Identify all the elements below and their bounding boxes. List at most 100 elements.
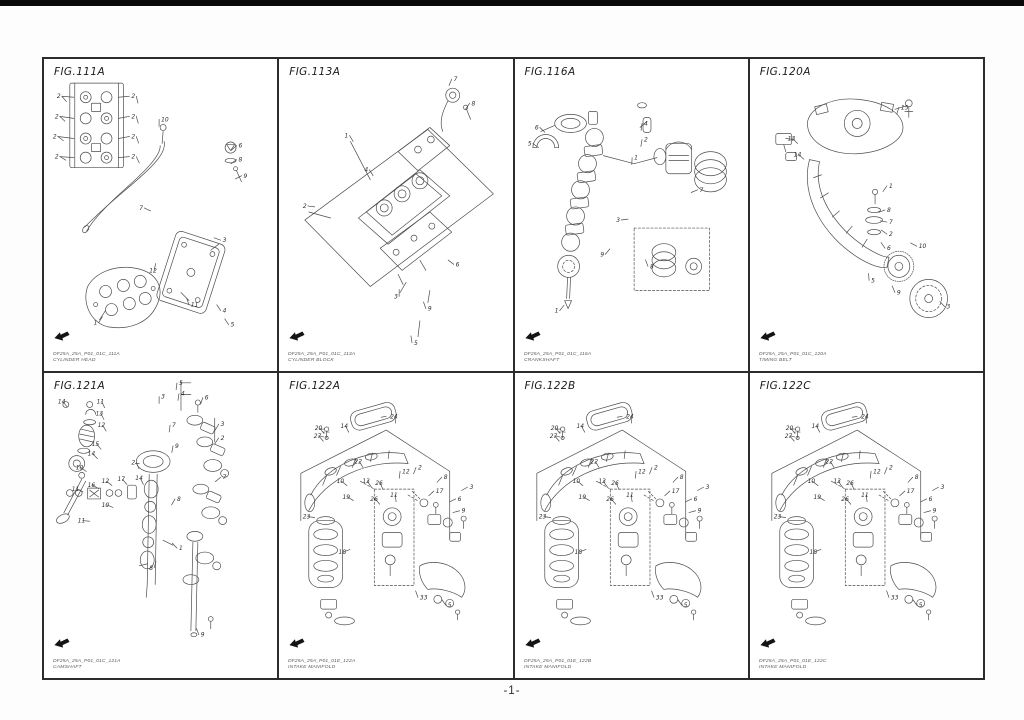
svg-text:10: 10 — [807, 479, 815, 485]
svg-text:11: 11 — [861, 493, 869, 499]
svg-text:2: 2 — [303, 203, 307, 210]
svg-text:1: 1 — [889, 183, 893, 190]
svg-text:10: 10 — [572, 479, 580, 485]
svg-text:27: 27 — [314, 434, 322, 440]
svg-text:3: 3 — [705, 485, 709, 491]
svg-text:12: 12 — [402, 469, 410, 475]
svg-text:6: 6 — [534, 124, 538, 131]
svg-text:19: 19 — [343, 495, 351, 501]
fwd-arrow-icon — [524, 635, 542, 648]
svg-text:26: 26 — [371, 497, 379, 503]
svg-text:14: 14 — [341, 424, 349, 430]
svg-text:12: 12 — [98, 423, 106, 429]
scan-top-edge — [0, 0, 1024, 6]
svg-text:2: 2 — [653, 465, 657, 471]
svg-text:13: 13 — [363, 479, 371, 485]
svg-text:9: 9 — [175, 444, 179, 450]
svg-text:6: 6 — [458, 497, 462, 503]
svg-text:19: 19 — [578, 495, 586, 501]
figure-title: FIG.122B — [524, 380, 576, 392]
svg-text:3: 3 — [616, 217, 620, 224]
figure-caption: CAMSHAFT — [53, 663, 82, 670]
svg-text:14: 14 — [88, 452, 96, 458]
figure-code: DF25A_25A_P01_01C_111A — [53, 350, 120, 357]
fwd-arrow-icon — [289, 635, 306, 648]
svg-text:13: 13 — [833, 479, 841, 485]
svg-text:10: 10 — [102, 503, 110, 509]
svg-text:14: 14 — [793, 152, 801, 159]
svg-text:2: 2 — [418, 465, 422, 471]
svg-text:4: 4 — [365, 167, 369, 174]
svg-text:14: 14 — [576, 424, 584, 430]
figure-code: DF25A_25A_P01_01C_120A — [758, 350, 827, 357]
svg-text:33: 33 — [655, 595, 663, 601]
svg-text:20: 20 — [785, 426, 793, 432]
svg-text:7: 7 — [699, 187, 703, 194]
svg-text:18: 18 — [339, 550, 347, 556]
svg-text:7: 7 — [139, 205, 143, 212]
svg-text:1: 1 — [634, 155, 638, 162]
svg-text:13: 13 — [787, 135, 795, 142]
svg-text:23: 23 — [538, 515, 546, 521]
figure-caption: INTAKE MANIFOLD — [523, 663, 571, 670]
svg-text:17: 17 — [907, 489, 915, 495]
svg-text:2: 2 — [131, 93, 135, 100]
figure-caption-block: DF25A_25A_P01_01C_121A CAMSHAFT — [53, 658, 121, 670]
figure-caption: CYLINDER BLOCK — [288, 356, 335, 363]
svg-text:10: 10 — [337, 479, 345, 485]
svg-text:26: 26 — [841, 497, 849, 503]
svg-text:9: 9 — [244, 173, 248, 180]
svg-text:10: 10 — [76, 465, 84, 471]
svg-text:17: 17 — [436, 489, 444, 495]
svg-text:4: 4 — [644, 120, 648, 127]
fwd-arrow-icon — [289, 328, 306, 341]
svg-text:8: 8 — [887, 207, 891, 214]
svg-text:9: 9 — [600, 251, 604, 258]
fwd-arrow-icon — [760, 635, 777, 648]
svg-text:14: 14 — [811, 424, 819, 430]
svg-text:6: 6 — [456, 261, 460, 268]
svg-text:2: 2 — [131, 133, 135, 140]
svg-text:3: 3 — [940, 485, 944, 491]
svg-text:27: 27 — [784, 434, 792, 440]
figure-title: FIG.113A — [289, 66, 341, 78]
svg-text:9: 9 — [932, 509, 936, 515]
svg-text:11: 11 — [626, 493, 634, 499]
svg-text:10: 10 — [161, 116, 169, 123]
svg-text:9: 9 — [428, 306, 432, 313]
svg-text:33: 33 — [420, 595, 428, 601]
svg-text:3: 3 — [470, 485, 474, 491]
figure-caption: CYLINDER HEAD — [53, 356, 96, 363]
svg-text:9: 9 — [697, 509, 701, 515]
page-number: -1- — [503, 685, 521, 697]
svg-text:5: 5 — [179, 381, 183, 387]
svg-text:5: 5 — [918, 603, 922, 609]
figure-caption-block: DF25A_25A_P01_01E_122A INTAKE MANIFOLD — [288, 658, 355, 670]
svg-text:8: 8 — [679, 475, 683, 481]
figure-title: FIG.120A — [759, 66, 811, 78]
svg-text:13: 13 — [96, 411, 104, 417]
svg-text:11: 11 — [97, 400, 105, 406]
svg-text:26: 26 — [376, 481, 384, 487]
svg-text:20: 20 — [315, 426, 323, 432]
svg-text:14: 14 — [135, 476, 143, 482]
svg-text:23: 23 — [774, 515, 782, 521]
figure-caption: TIMING BELT — [758, 356, 792, 363]
svg-text:11: 11 — [390, 493, 398, 499]
